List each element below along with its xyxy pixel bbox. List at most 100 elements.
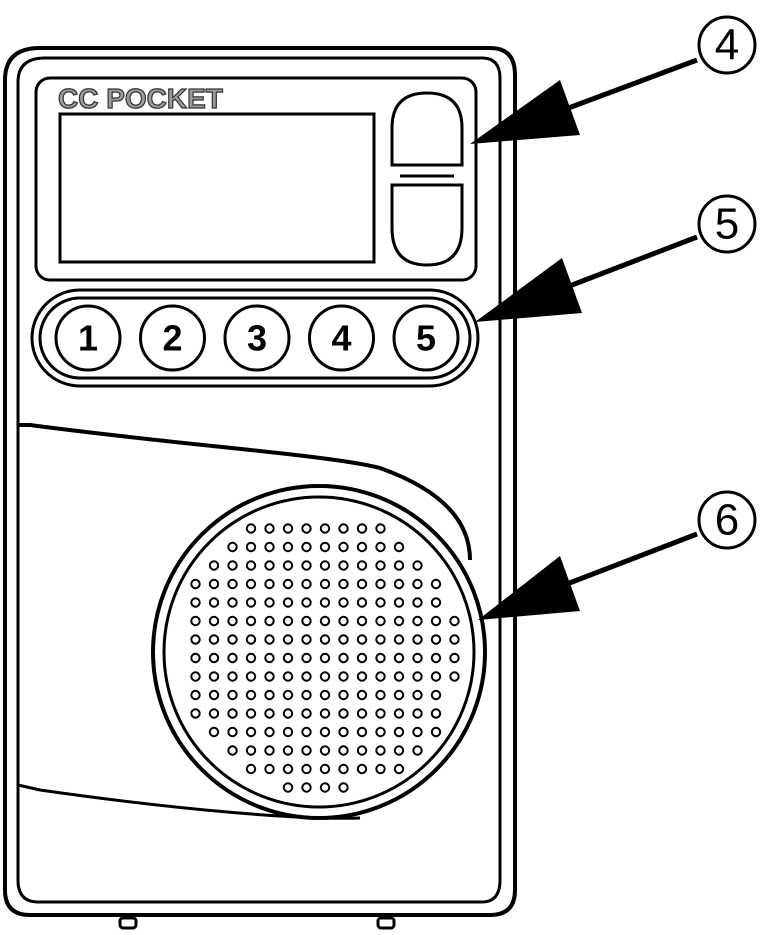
speaker-hole (338, 689, 349, 701)
speaker-hole (245, 634, 257, 645)
speaker-hole (430, 671, 442, 682)
preset-button-2[interactable]: 2 (139, 304, 206, 372)
speaker-hole (356, 708, 368, 719)
preset-button-label: 1 (78, 318, 98, 359)
speaker-hole (282, 578, 294, 590)
speaker-hole (227, 689, 238, 701)
speaker-hole (301, 615, 312, 627)
speaker-hole (190, 615, 201, 627)
preset-button-label: 3 (247, 318, 267, 359)
speaker-hole (430, 689, 442, 701)
speaker-hole (227, 634, 238, 645)
speaker-hole (412, 634, 423, 645)
speaker-hole (301, 782, 312, 793)
preset-button-circle[interactable] (223, 304, 291, 372)
speaker-hole (338, 615, 349, 627)
speaker-hole (338, 708, 349, 719)
speaker-hole (190, 689, 201, 701)
speaker-hole (356, 597, 368, 608)
speaker-hole (356, 726, 368, 738)
speaker-hole (282, 671, 294, 682)
speaker-hole (412, 578, 423, 590)
preset-button-circle[interactable] (392, 304, 460, 372)
speaker-hole (319, 708, 331, 719)
speaker-hole (319, 615, 331, 627)
preset-button-circle[interactable] (139, 304, 206, 372)
speaker-hole (264, 726, 275, 738)
speaker-hole (282, 541, 294, 553)
speaker-hole (393, 560, 405, 571)
speaker-hole (282, 560, 294, 571)
preset-button-1[interactable]: 1 (54, 304, 122, 372)
speaker-hole (264, 560, 275, 571)
speaker-hole (264, 541, 275, 553)
speaker-hole (301, 523, 312, 534)
speaker-hole (356, 560, 368, 571)
speaker-hole (245, 541, 257, 553)
speaker-hole (393, 745, 405, 756)
speaker-hole (356, 652, 368, 664)
speaker-hole (227, 652, 238, 664)
speaker-hole (208, 634, 220, 645)
speaker-hole (412, 745, 423, 756)
speaker-hole (375, 726, 386, 738)
preset-button-4[interactable]: 4 (308, 304, 375, 372)
speaker-hole (412, 652, 423, 664)
speaker-hole (264, 708, 275, 719)
speaker-hole (264, 745, 275, 756)
speaker-hole (393, 671, 405, 682)
speaker-hole (393, 689, 405, 701)
speaker-hole (264, 689, 275, 701)
speaker-hole (208, 708, 220, 719)
speaker-hole (338, 652, 349, 664)
tune-up-button[interactable] (390, 91, 464, 167)
speaker-hole (338, 541, 349, 553)
preset-button-label: 2 (162, 318, 182, 359)
speaker-hole (375, 578, 386, 590)
tune-down-button[interactable] (390, 183, 464, 267)
preset-button-circle[interactable] (54, 304, 122, 372)
speaker-hole (430, 578, 442, 590)
speaker-hole (319, 578, 331, 590)
speaker-hole (208, 652, 220, 664)
callout-5: 5 (475, 194, 757, 322)
speaker-hole (227, 541, 238, 553)
speaker-hole (301, 560, 312, 571)
display-panel: CC POCKET (34, 76, 478, 282)
speaker-hole (430, 615, 442, 627)
speaker-grille-holes (190, 523, 460, 793)
preset-button-5[interactable]: 5 (392, 304, 460, 372)
speaker-hole (338, 745, 349, 756)
right-foot (376, 916, 396, 930)
preset-button-3[interactable]: 3 (223, 304, 291, 372)
speaker-hole (282, 597, 294, 608)
speaker-hole (282, 708, 294, 719)
brand-logo: CC POCKET (58, 83, 223, 114)
speaker-hole (245, 745, 257, 756)
speaker-hole (245, 597, 257, 608)
speaker-hole (208, 578, 220, 590)
speaker-hole (301, 763, 312, 775)
speaker-hole (430, 634, 442, 645)
speaker-hole (190, 671, 201, 682)
speaker-hole (393, 615, 405, 627)
speaker-hole (393, 578, 405, 590)
speaker-hole (282, 745, 294, 756)
outer-case (3, 46, 517, 917)
speaker-hole (301, 652, 312, 664)
speaker-hole (375, 671, 386, 682)
speaker-hole (264, 615, 275, 627)
speaker-hole (190, 578, 201, 590)
preset-button-circle[interactable] (308, 304, 375, 372)
speaker-hole (319, 541, 331, 553)
speaker-hole (338, 671, 349, 682)
speaker-hole (282, 782, 294, 793)
speaker-hole (375, 541, 386, 553)
lcd-screen (58, 112, 376, 264)
speaker-hole (430, 708, 442, 719)
speaker-hole (319, 652, 331, 664)
speaker-hole (356, 634, 368, 645)
speaker-hole (301, 726, 312, 738)
speaker-hole (319, 689, 331, 701)
